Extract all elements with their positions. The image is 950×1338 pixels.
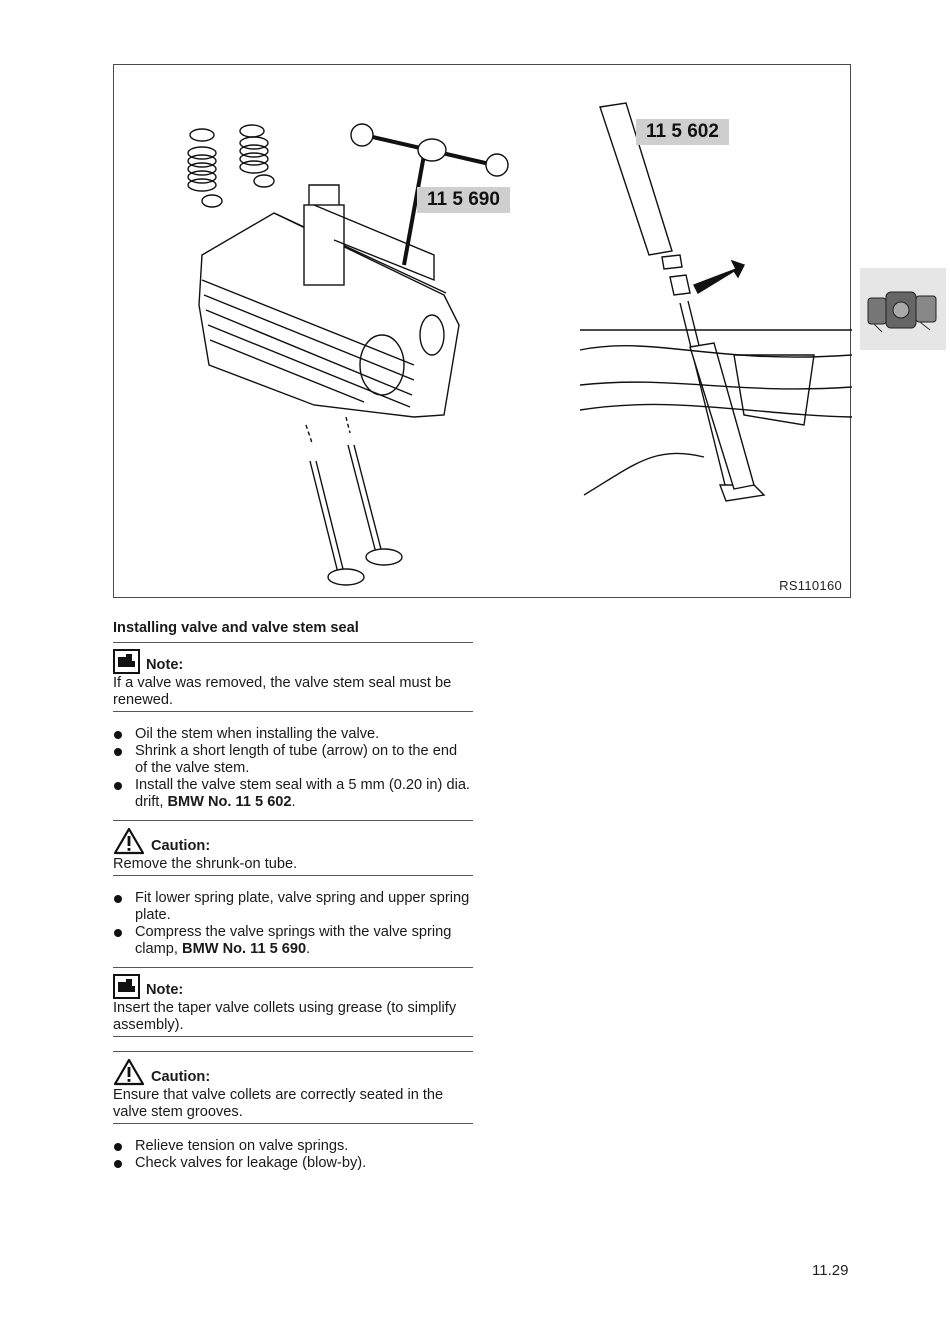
- caution-text: Remove the shrunk-on tube.: [113, 856, 298, 872]
- list-item: Check valves for leakage (blow-by).: [113, 1155, 473, 1172]
- note-box-2: Note: Insert the taper valve collets usi…: [113, 967, 473, 1037]
- note-title: Note:: [146, 657, 184, 673]
- figure-valve-installation: 11 5 690 11 5 602 RS110160: [113, 64, 852, 598]
- list-item: Relieve tension on valve springs.: [113, 1138, 473, 1155]
- caution-icon: [113, 1058, 145, 1086]
- list-item: Install the valve stem seal with a 5 mm …: [113, 777, 473, 811]
- valve-illustration: [187, 102, 852, 586]
- caution-title: Caution:: [151, 1069, 211, 1085]
- caution-title: Caution:: [151, 838, 211, 854]
- page-number: 11.29: [812, 1262, 849, 1279]
- procedure-section: Installing valve and valve stem seal Not…: [113, 620, 473, 1181]
- note-icon: [113, 974, 140, 999]
- tool-number: BMW No. 11 5 602: [167, 794, 292, 810]
- tool-label-11-5-602: 11 5 602: [636, 119, 729, 145]
- list-item: Fit lower spring plate, valve spring and…: [113, 890, 473, 924]
- list-item: Oil the stem when installing the valve.: [113, 726, 473, 743]
- step-list-3: Relieve tension on valve springs. Check …: [113, 1138, 473, 1172]
- caution-box-1: Caution: Remove the shrunk-on tube.: [113, 820, 473, 876]
- tool-label-11-5-690: 11 5 690: [417, 187, 510, 213]
- tool-number: BMW No. 11 5 690: [182, 941, 307, 957]
- caution-icon: [113, 827, 145, 855]
- step-list-1: Oil the stem when installing the valve. …: [113, 726, 473, 811]
- note-icon: [113, 649, 140, 674]
- note-title: Note:: [146, 982, 184, 998]
- engine-thumbnail-icon: [867, 291, 937, 333]
- caution-box-2: Caution: Ensure that valve collets are c…: [113, 1051, 473, 1124]
- section-heading: Installing valve and valve stem seal: [113, 620, 359, 636]
- step-list-2: Fit lower spring plate, valve spring and…: [113, 890, 473, 958]
- chapter-tab: [860, 268, 946, 350]
- figure-id: RS110160: [779, 578, 842, 593]
- note-box-1: Note: If a valve was removed, the valve …: [113, 642, 473, 712]
- caution-text: Ensure that valve collets are correctly …: [113, 1087, 444, 1120]
- list-item: Shrink a short length of tube (arrow) on…: [113, 743, 473, 777]
- note-text: If a valve was removed, the valve stem s…: [113, 675, 452, 708]
- list-item: Compress the valve springs with the valv…: [113, 924, 473, 958]
- note-text: Insert the taper valve collets using gre…: [113, 1000, 457, 1033]
